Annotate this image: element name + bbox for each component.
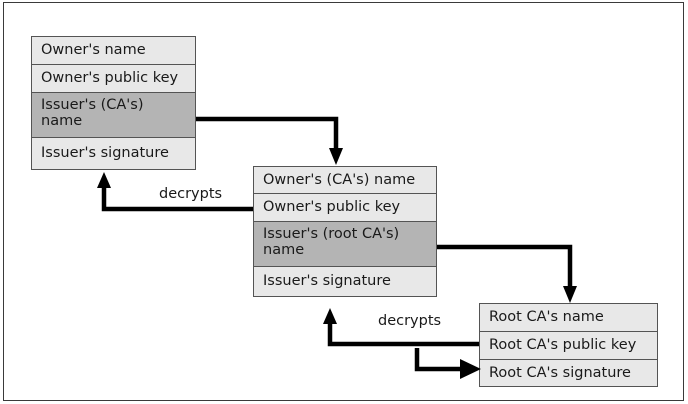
cert-row-root-ca-public-key: Root CA's public key <box>480 332 657 360</box>
cert-block-end-entity: Owner's name Owner's public key Issuer's… <box>31 36 196 170</box>
edge-label-decrypts-upper: decrypts <box>156 186 226 202</box>
cert-row-root-ca-name: Root CA's name <box>480 304 657 332</box>
cert-row-issuer-signature: Issuer's signature <box>254 267 436 296</box>
cert-row-issuer-root-ca-name: Issuer's (root CA's) name <box>254 222 436 267</box>
cert-block-intermediate-ca: Owner's (CA's) name Owner's public key I… <box>253 166 437 297</box>
issuer-points-to-root-arrow <box>437 244 577 303</box>
edge-label-decrypts-lower: decrypts <box>375 313 445 329</box>
issuer-points-to-intermediate-arrow <box>196 116 343 165</box>
cert-row-issuer-signature: Issuer's signature <box>32 138 195 169</box>
cert-row-root-ca-signature: Root CA's signature <box>480 360 657 386</box>
cert-row-owner-ca-name: Owner's (CA's) name <box>254 167 436 194</box>
cert-row-owner-name: Owner's name <box>32 37 195 65</box>
cert-row-owner-public-key: Owner's public key <box>254 194 436 222</box>
cert-block-root-ca: Root CA's name Root CA's public key Root… <box>479 303 658 387</box>
self-sign-hollow-arrow <box>414 348 481 379</box>
cert-row-owner-public-key: Owner's public key <box>32 65 195 93</box>
cert-row-issuer-name: Issuer's (CA's) name <box>32 93 195 138</box>
